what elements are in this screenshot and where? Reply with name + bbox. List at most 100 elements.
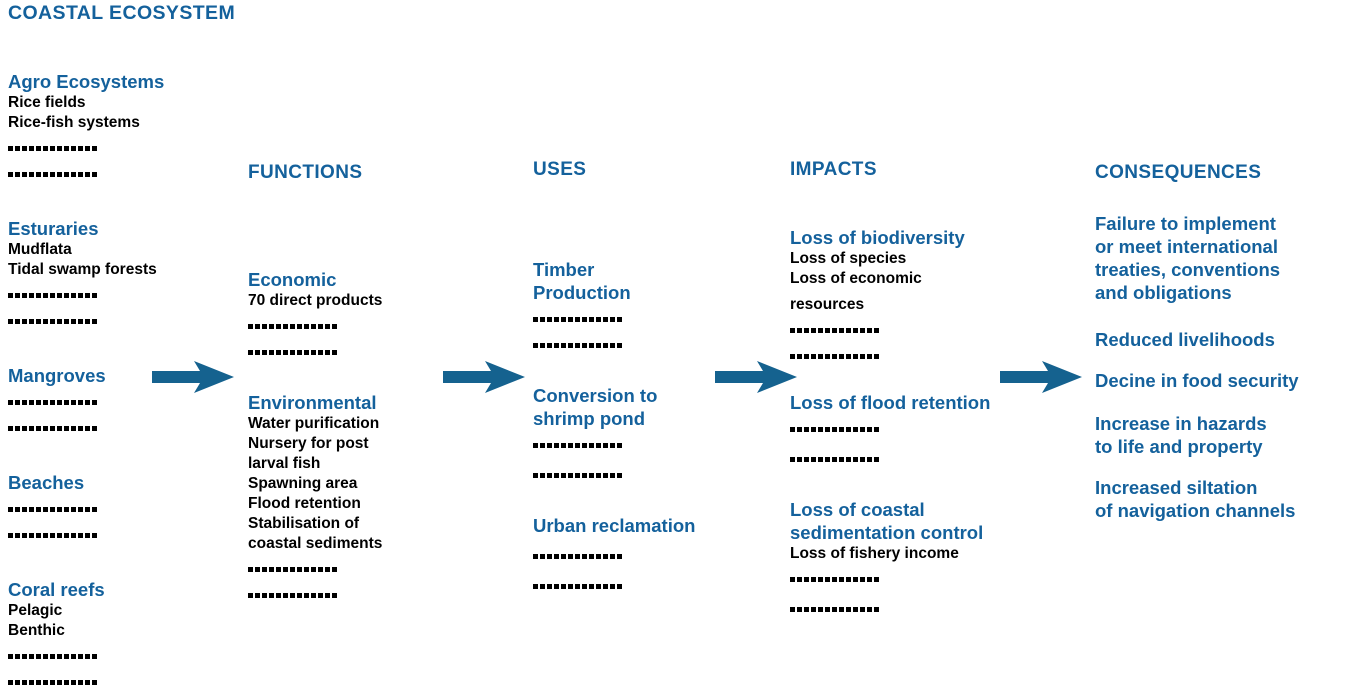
dotted-placeholder xyxy=(8,673,164,693)
ecosystem-heading-beaches: Beaches xyxy=(8,472,85,493)
arrow-ecosystems-to-functions-icon xyxy=(152,360,234,394)
column-uses: Timber Production Conversion to shrimp p… xyxy=(533,258,695,597)
use-group-urban-reclamation: Urban reclamation xyxy=(533,514,695,597)
use-heading-urban-reclamation: Urban reclamation xyxy=(533,515,696,536)
dotted-placeholder xyxy=(8,286,164,306)
dotted-placeholder xyxy=(790,420,990,440)
column-header-consequences: CONSEQUENCES xyxy=(1095,162,1262,183)
column-coastal-ecosystems: Agro Ecosystems Rice fields Rice-fish sy… xyxy=(8,70,164,693)
ecosystem-heading-estuaries: Esturaries xyxy=(8,218,99,239)
dotted-placeholder xyxy=(533,310,695,330)
use-group-shrimp-pond: Conversion to shrimp pond xyxy=(533,384,695,486)
dotted-placeholder xyxy=(790,570,990,590)
ecosystem-item-pelagic: Pelagic xyxy=(8,602,63,619)
dotted-placeholder xyxy=(8,419,164,439)
use-heading-timber-line1: Timber xyxy=(533,259,595,280)
consequence-siltation-line1: Increased siltation xyxy=(1095,477,1258,498)
arrow-impacts-to-consequences-icon xyxy=(1000,360,1082,394)
ecosystem-heading-agro: Agro Ecosystems xyxy=(8,71,165,92)
function-heading-economic: Economic xyxy=(248,269,337,290)
ecosystem-group-coral-reefs: Coral reefs Pelagic Benthic xyxy=(8,578,164,693)
consequence-treaties-line1: Failure to implement xyxy=(1095,213,1276,234)
impact-heading-loss-of-biodiversity: Loss of biodiversity xyxy=(790,227,965,248)
impact-heading-sedimentation-line2: sedimentation control xyxy=(790,522,984,543)
impact-item-loss-of-fishery-income: Loss of fishery income xyxy=(790,545,959,562)
consequence-hazards-line1: Increase in hazards xyxy=(1095,413,1267,434)
use-heading-timber-line2: Production xyxy=(533,282,631,303)
function-item-flood-retention: Flood retention xyxy=(248,495,361,512)
column-consequences: Failure to implement or meet internation… xyxy=(1095,212,1299,522)
consequence-group-treaties: Failure to implement or meet internation… xyxy=(1095,212,1299,304)
consequence-group-food-security: Decine in food security xyxy=(1095,369,1299,392)
dotted-placeholder xyxy=(790,347,990,367)
function-item-nursery-post-larval-2: larval fish xyxy=(248,455,321,472)
dotted-placeholder xyxy=(248,586,382,606)
dotted-placeholder xyxy=(248,343,382,363)
page-title: COASTAL ECOSYSTEM xyxy=(8,2,236,24)
arrow-functions-to-uses-icon xyxy=(443,360,525,394)
function-item-spawning-area: Spawning area xyxy=(248,475,358,492)
column-header-uses: USES xyxy=(533,159,587,180)
consequence-treaties-line3: treaties, conventions xyxy=(1095,259,1281,280)
function-item-nursery-post-larval-1: Nursery for post xyxy=(248,435,369,452)
ecosystem-item-mudflats: Mudflata xyxy=(8,241,72,258)
function-item-water-purification: Water purification xyxy=(248,415,380,432)
impact-item-resources: resources xyxy=(790,296,865,313)
function-group-environmental: Environmental Water purification Nursery… xyxy=(248,391,382,606)
ecosystem-heading-coral-reefs: Coral reefs xyxy=(8,579,105,600)
dotted-placeholder xyxy=(533,436,695,456)
dotted-placeholder xyxy=(8,312,164,332)
consequence-treaties-line4: and obligations xyxy=(1095,282,1232,303)
function-item-stabilisation-1: Stabilisation of xyxy=(248,515,360,532)
dotted-placeholder xyxy=(8,165,164,185)
ecosystem-group-mangroves: Mangroves xyxy=(8,364,164,439)
dotted-placeholder xyxy=(790,450,990,470)
column-functions: Economic 70 direct products Environmenta… xyxy=(248,268,382,606)
arrow-uses-to-impacts-icon xyxy=(715,360,797,394)
column-impacts: Loss of biodiversity Loss of species Los… xyxy=(790,226,990,620)
ecosystem-group-estuaries: Esturaries Mudflata Tidal swamp forests xyxy=(8,217,164,332)
impact-group-biodiversity: Loss of biodiversity Loss of species Los… xyxy=(790,226,990,367)
dotted-placeholder xyxy=(790,321,990,341)
function-heading-environmental: Environmental xyxy=(248,392,377,413)
consequence-group-siltation: Increased siltation of navigation channe… xyxy=(1095,476,1299,522)
ecosystem-item-rice-fields: Rice fields xyxy=(8,94,86,111)
consequence-group-livelihoods: Reduced livelihoods xyxy=(1095,328,1299,351)
impact-group-flood-retention: Loss of flood retention xyxy=(790,391,990,470)
dotted-placeholder xyxy=(8,139,164,159)
ecosystem-group-beaches: Beaches xyxy=(8,471,164,546)
dotted-placeholder xyxy=(248,560,382,580)
ecosystem-item-tidal-swamp-forests: Tidal swamp forests xyxy=(8,261,157,278)
impact-heading-loss-of-flood-retention: Loss of flood retention xyxy=(790,392,991,413)
column-header-impacts: IMPACTS xyxy=(790,159,877,180)
use-group-timber-production: Timber Production xyxy=(533,258,695,356)
impact-heading-sedimentation-line1: Loss of coastal xyxy=(790,499,925,520)
dotted-placeholder xyxy=(790,600,990,620)
function-item-direct-products: 70 direct products xyxy=(248,292,383,309)
consequence-group-hazards: Increase in hazards to life and property xyxy=(1095,412,1299,458)
consequence-reduced-livelihoods: Reduced livelihoods xyxy=(1095,329,1275,350)
ecosystem-item-benthic: Benthic xyxy=(8,622,65,639)
ecosystem-heading-mangroves: Mangroves xyxy=(8,365,106,386)
impact-item-loss-of-economic: Loss of economic xyxy=(790,270,922,287)
consequence-siltation-line2: of navigation channels xyxy=(1095,500,1296,521)
dotted-placeholder xyxy=(533,466,695,486)
function-group-economic: Economic 70 direct products xyxy=(248,268,382,363)
dotted-placeholder xyxy=(533,547,695,567)
function-item-stabilisation-2: coastal sediments xyxy=(248,535,383,552)
dotted-placeholder xyxy=(8,500,164,520)
dotted-placeholder xyxy=(533,577,695,597)
consequence-decline-food-security: Decine in food security xyxy=(1095,370,1299,391)
consequence-treaties-line2: or meet international xyxy=(1095,236,1278,257)
impact-group-sedimentation-control: Loss of coastal sedimentation control Lo… xyxy=(790,498,990,620)
use-heading-shrimp-line1: Conversion to xyxy=(533,385,658,406)
dotted-placeholder xyxy=(8,393,164,413)
ecosystem-group-agro: Agro Ecosystems Rice fields Rice-fish sy… xyxy=(8,70,164,185)
column-header-functions: FUNCTIONS xyxy=(248,162,363,183)
dotted-placeholder xyxy=(8,647,164,667)
consequence-hazards-line2: to life and property xyxy=(1095,436,1263,457)
dotted-placeholder xyxy=(248,317,382,337)
ecosystem-item-rice-fish-systems: Rice-fish systems xyxy=(8,114,140,131)
use-heading-shrimp-line2: shrimp pond xyxy=(533,408,646,429)
dotted-placeholder xyxy=(533,336,695,356)
